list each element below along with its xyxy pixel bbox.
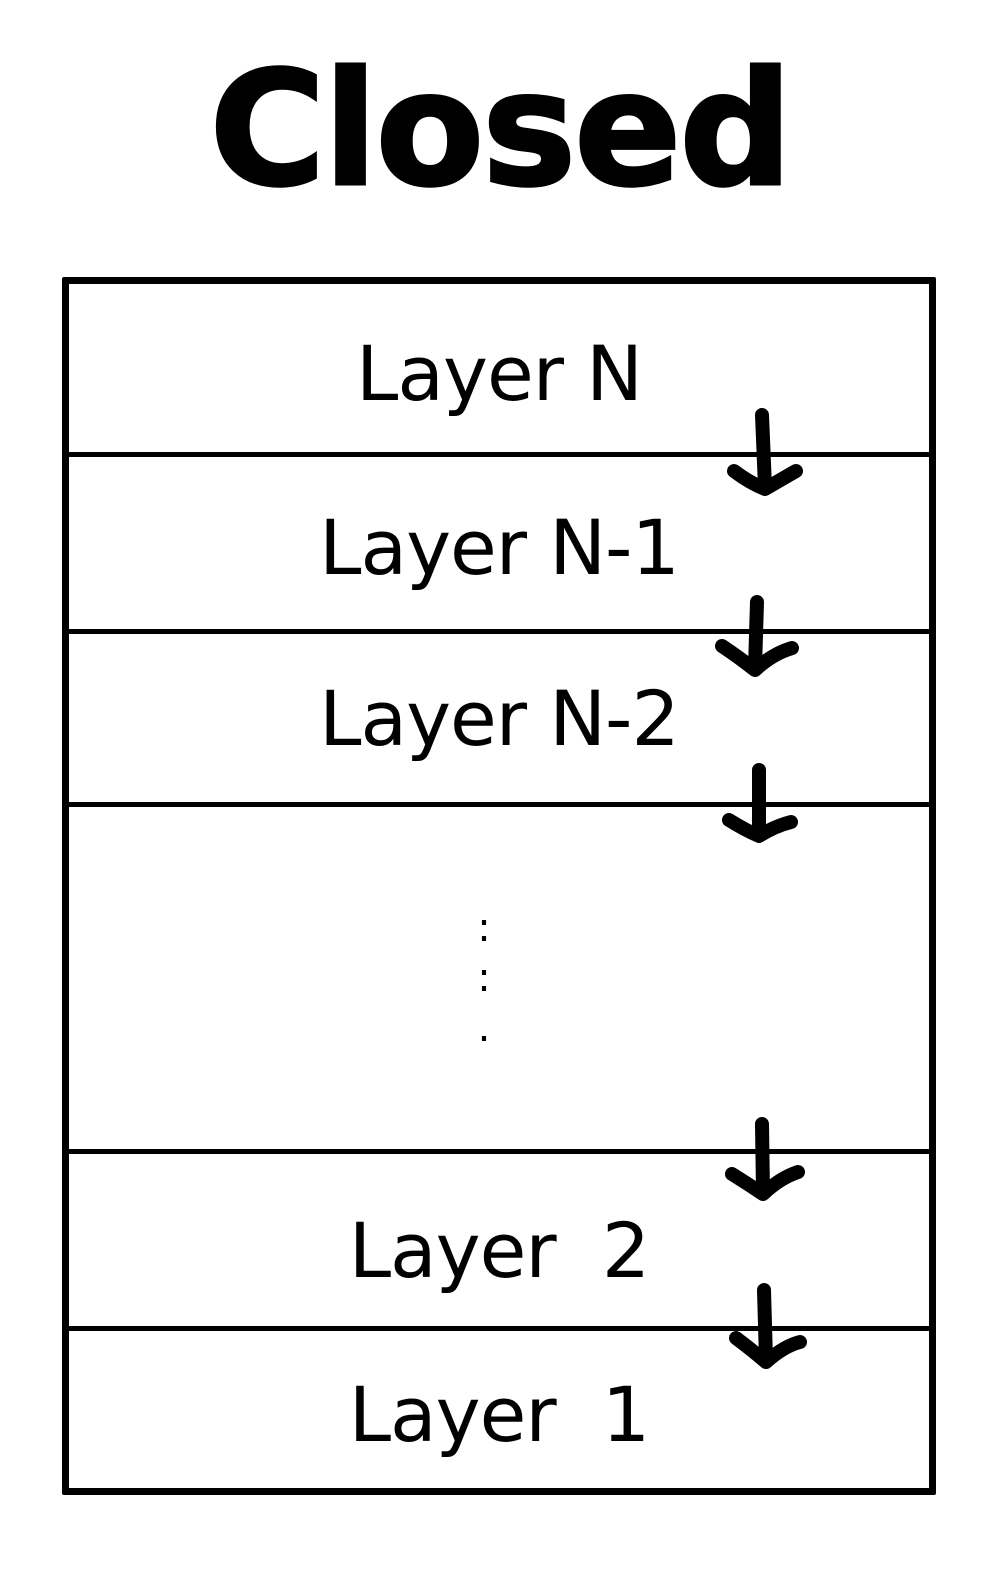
layer-divider: [69, 802, 929, 807]
layer-label: Layer 2: [348, 1205, 651, 1295]
layer-n-1: Layer N-1: [69, 457, 929, 629]
layer-n-2: Layer N-2: [69, 634, 929, 802]
layer-ellipsis: : : .: [69, 807, 929, 1149]
layer-divider: [69, 1149, 929, 1154]
ellipsis-text: : : .: [477, 905, 491, 1051]
layer-1: Layer 1: [69, 1331, 929, 1488]
down-arrow-icon: [729, 1283, 807, 1369]
layer-divider: [69, 1326, 929, 1331]
down-arrow-icon: [725, 1117, 805, 1201]
diagram-title: Closed: [208, 37, 794, 224]
layer-n: Layer N: [69, 284, 929, 452]
down-arrow-icon: [715, 595, 799, 677]
down-arrow-icon: [727, 408, 803, 496]
layer-label: Layer 1: [348, 1370, 651, 1459]
layer-divider: [69, 629, 929, 634]
layer-label: Layer N-1: [319, 502, 680, 592]
layer-divider: [69, 452, 929, 457]
layer-label: Layer N: [356, 328, 643, 418]
layer-stack: Layer N Layer N-1 Layer N-2 : : . Layer …: [62, 277, 936, 1495]
layer-label: Layer N-2: [319, 673, 680, 763]
layer-2: Layer 2: [69, 1154, 929, 1326]
down-arrow-icon: [722, 763, 798, 843]
